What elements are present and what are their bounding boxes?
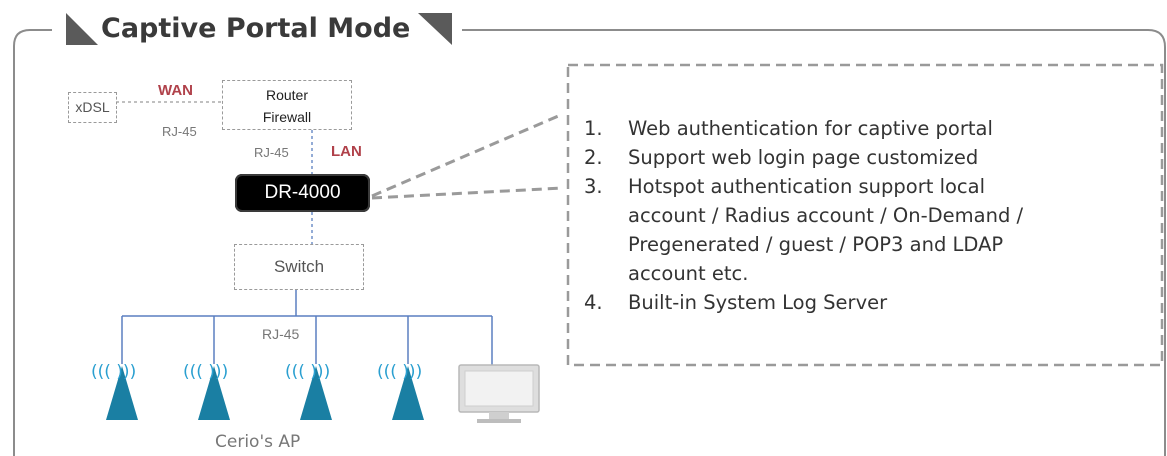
rj45-switch-label: RJ-45 — [262, 326, 300, 342]
monitor-icon — [458, 364, 540, 423]
switch-box: Switch — [234, 244, 364, 290]
feature-text: Built-in System Log Server — [628, 291, 888, 314]
feature-number: 3. — [584, 175, 603, 198]
feature-number: 1. — [584, 117, 603, 140]
wan-label: WAN — [158, 82, 193, 99]
feature-text: Hotspot authentication support local — [628, 175, 986, 198]
callout-line-top — [371, 112, 564, 198]
router-label: Router — [265, 87, 309, 103]
callout-line-bottom — [371, 186, 564, 200]
feature-number: 2. — [584, 146, 603, 169]
ap-caption: Cerio's AP — [215, 432, 301, 452]
feature-text: Pregenerated / guest / POP3 and LDAP — [628, 233, 1004, 256]
page-title: Captive Portal Mode — [101, 13, 411, 44]
ap-signal-icon: ((( ))) — [285, 362, 331, 382]
title-left-triangle-icon — [66, 13, 98, 45]
rj45-wan-label: RJ-45 — [162, 124, 197, 139]
dr4000-device: DR-4000 — [235, 174, 370, 212]
access-point-icon — [300, 366, 332, 420]
feature-text: Web authentication for captive portal — [628, 117, 993, 140]
outer-frame — [13, 29, 52, 456]
outer-frame-top — [462, 29, 1166, 456]
feature-text: Support web login page customized — [628, 146, 979, 169]
ap-signal-icon: ((( ))) — [377, 362, 423, 382]
xdsl-label: xDSL — [75, 99, 110, 115]
router-firewall-box: Router Firewall — [222, 80, 352, 130]
access-point-icon — [392, 366, 424, 420]
firewall-label: Firewall — [262, 109, 312, 125]
feature-number: 4. — [584, 291, 603, 314]
rj45-lan-label: RJ-45 — [254, 145, 289, 160]
features-box — [566, 63, 1164, 367]
xdsl-box: xDSL — [68, 92, 117, 123]
lan-label: LAN — [331, 143, 362, 160]
access-point-icon — [198, 366, 230, 420]
feature-item: 4. Built-in System Log Server — [584, 288, 1144, 317]
ap-signal-icon: ((( ))) — [91, 362, 137, 382]
feature-text: account etc. — [628, 262, 749, 285]
access-point-icon — [106, 366, 138, 420]
feature-list: 1. Web authentication for captive portal… — [584, 114, 1144, 317]
feature-item: 2. Support web login page customized — [584, 143, 1144, 172]
feature-text: account / Radius account / On-Demand / — [628, 204, 1024, 227]
feature-item: 3. Hotspot authentication support local … — [584, 172, 1144, 288]
feature-item: 1. Web authentication for captive portal — [584, 114, 1144, 143]
ap-signal-icon: ((( ))) — [183, 362, 229, 382]
title-right-triangle-icon — [418, 13, 452, 45]
switch-label: Switch — [273, 257, 325, 276]
